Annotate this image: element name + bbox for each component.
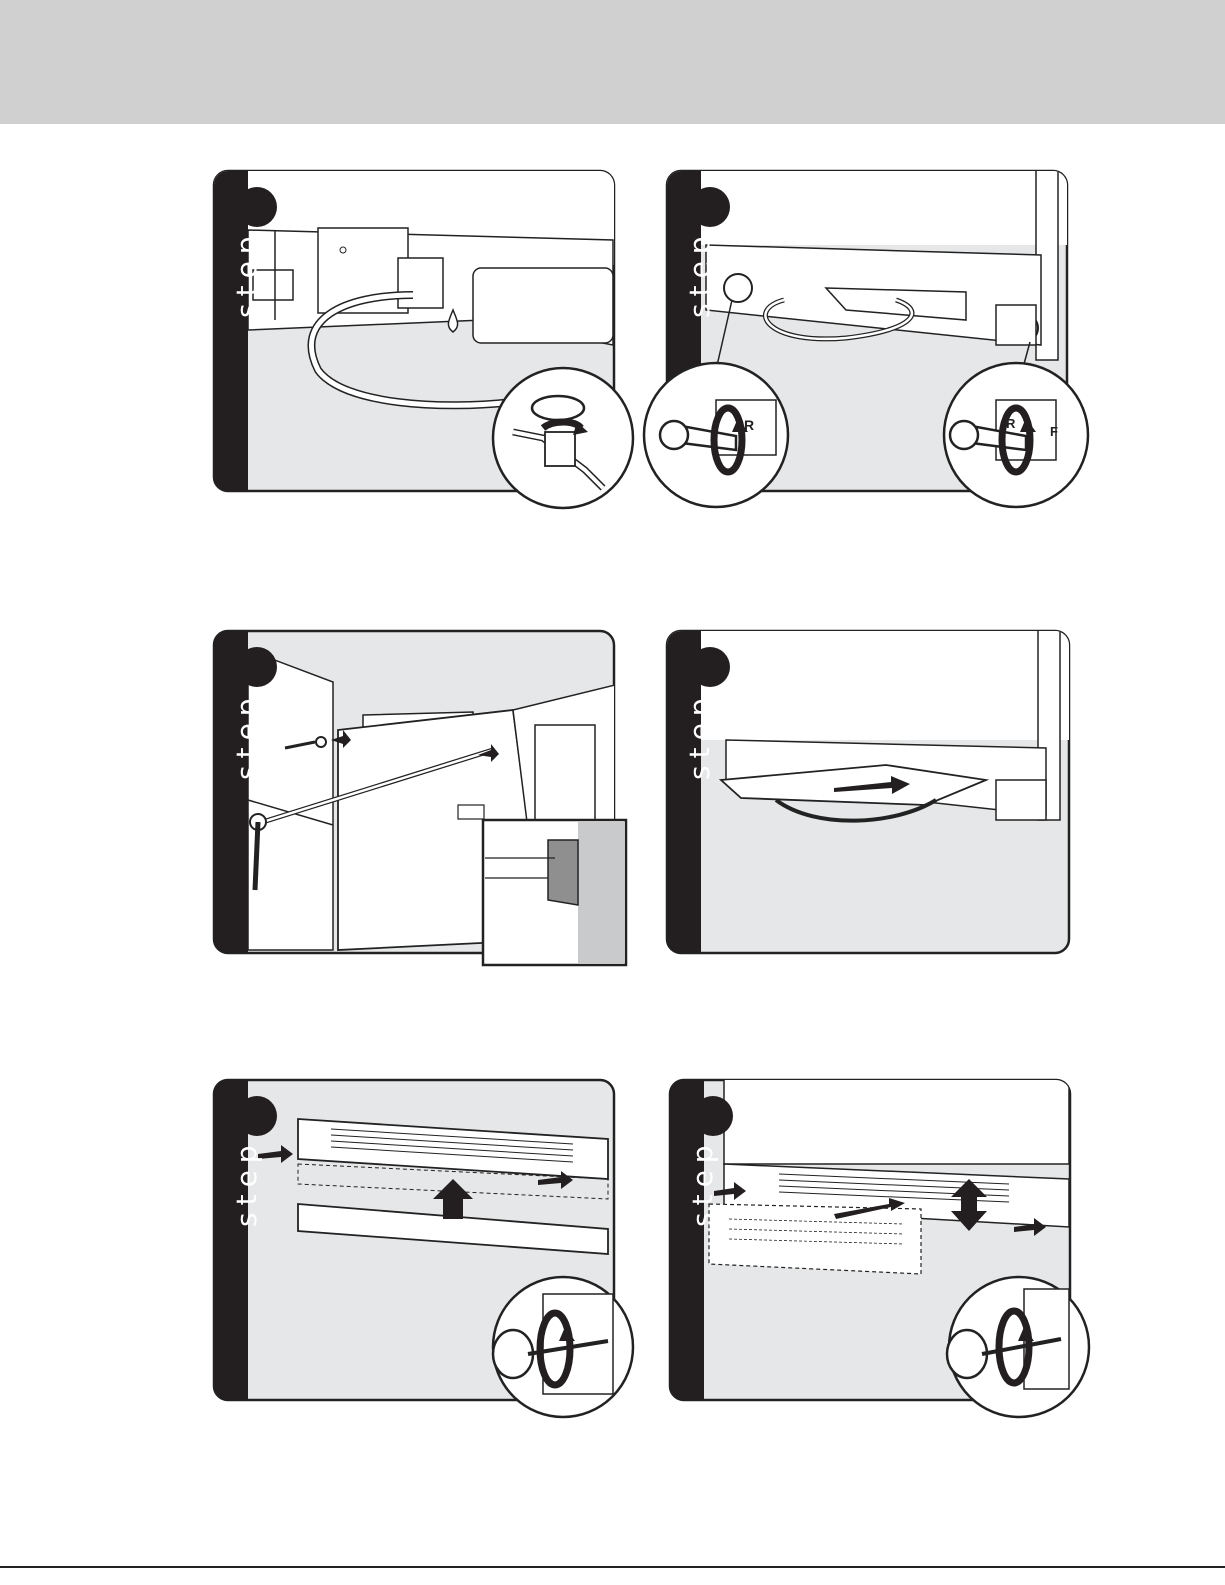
leg-letter-r-right: R xyxy=(1006,416,1016,431)
step-label: step xyxy=(230,229,263,318)
step-panel-2: R R F step xyxy=(666,170,1106,515)
step-label: step xyxy=(683,691,716,780)
step-panel-6: step xyxy=(669,1079,1109,1424)
step-label: step xyxy=(686,1138,719,1227)
leg-letter-r-left: R xyxy=(744,417,754,433)
step-4-illustration xyxy=(666,630,1106,975)
step-panel-1: step xyxy=(213,170,653,515)
leg-letter-f: F xyxy=(1050,424,1058,439)
step-3-illustration xyxy=(213,630,653,975)
step-2-illustration: R R F xyxy=(666,170,1106,515)
footer-rule xyxy=(0,1566,1225,1568)
step-panel-4: step xyxy=(666,630,1106,975)
step-5-illustration xyxy=(213,1079,653,1424)
step-label: step xyxy=(230,691,263,780)
step-1-illustration xyxy=(213,170,653,515)
step-label: step xyxy=(683,229,716,318)
header-band xyxy=(0,0,1225,124)
step-panel-5: step xyxy=(213,1079,653,1424)
step-label: step xyxy=(230,1138,263,1227)
step-6-illustration xyxy=(669,1079,1109,1424)
step-panel-3: step xyxy=(213,630,653,975)
